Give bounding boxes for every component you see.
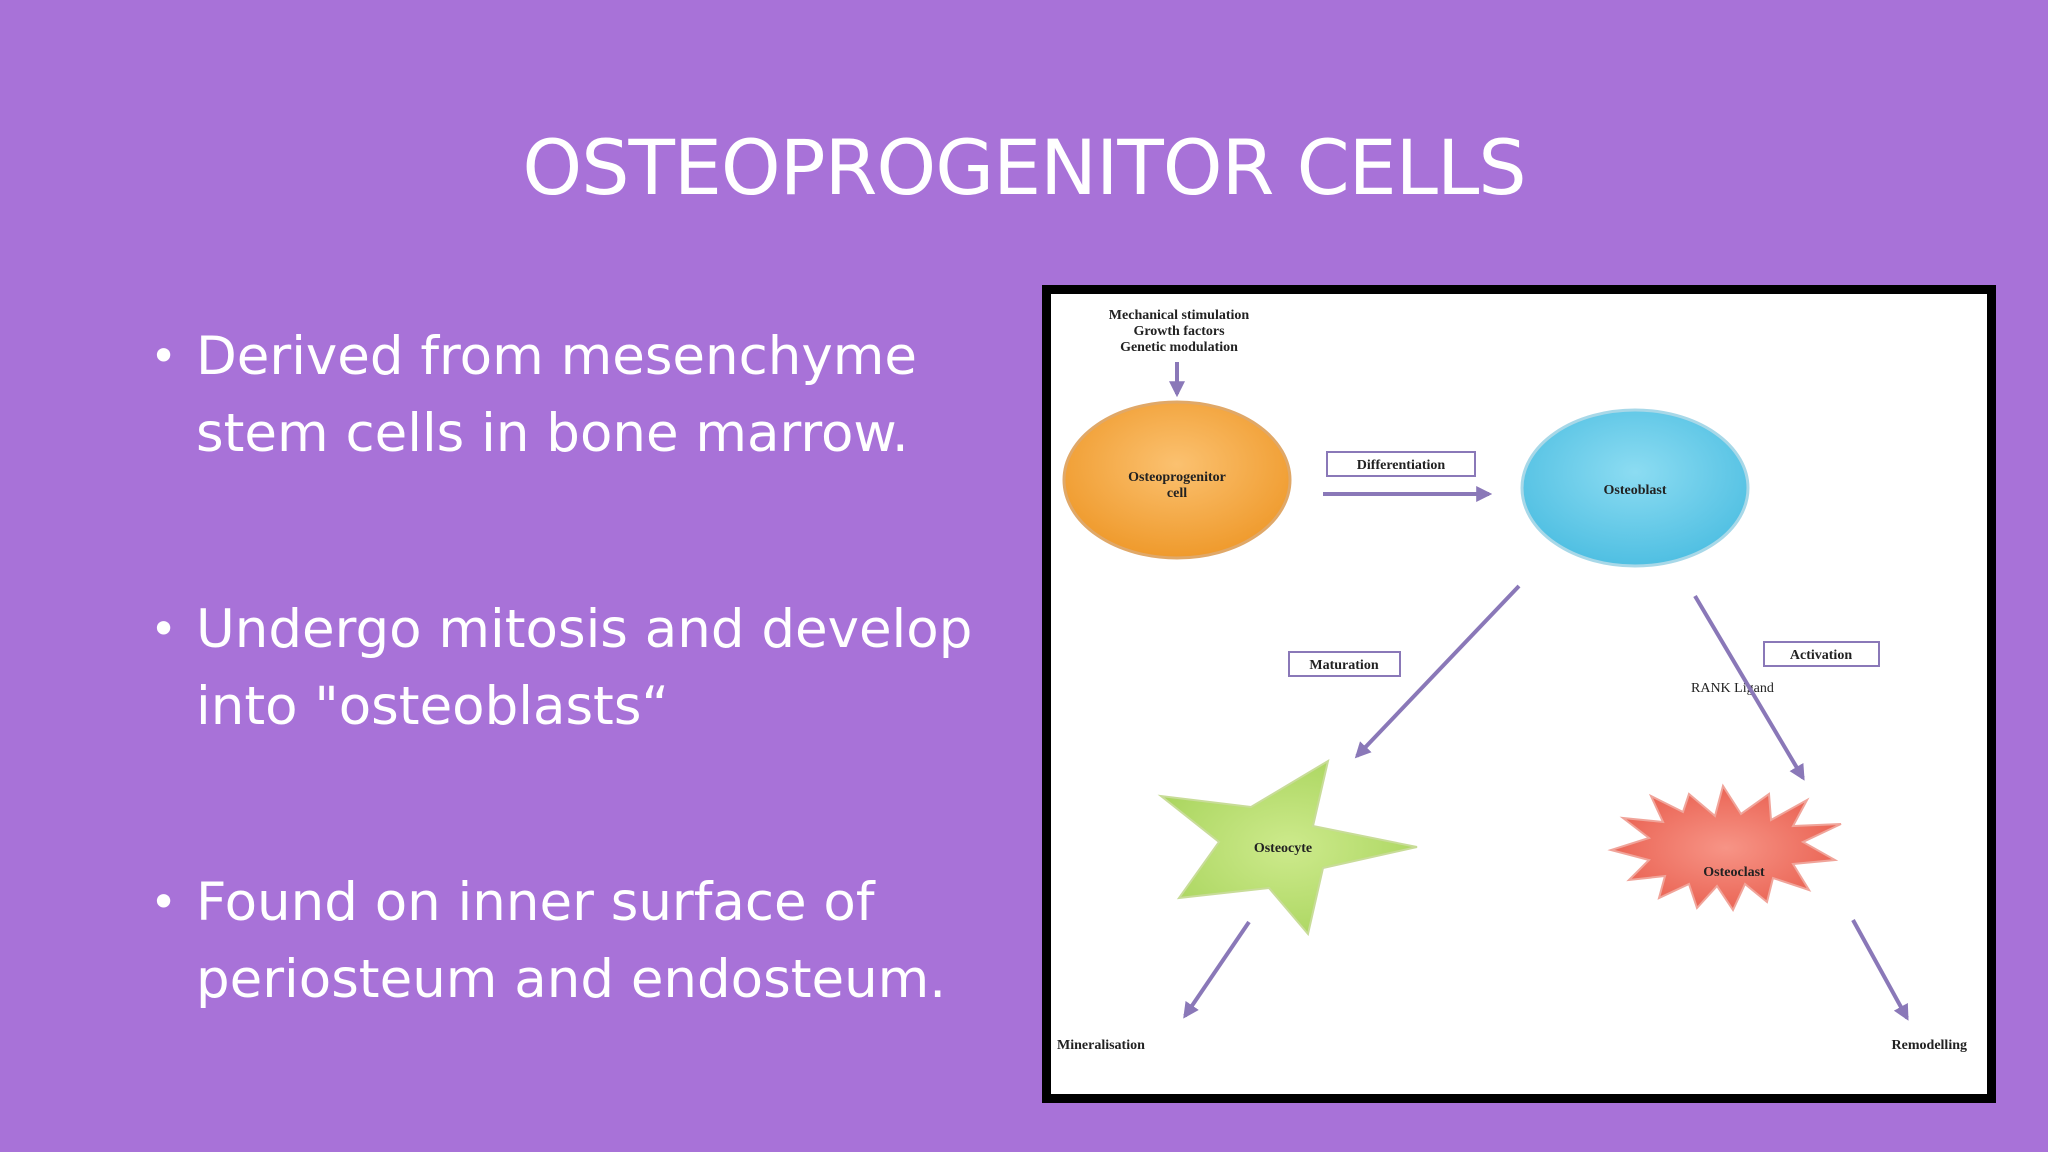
bullet-line: stem cells in bone marrow.	[196, 403, 909, 464]
differentiation-label-box	[1326, 451, 1476, 477]
osteoblast-node	[1520, 408, 1750, 568]
stimulus-genetic: Genetic modulation	[1120, 340, 1238, 355]
stimulus-mechanical: Mechanical stimulation	[1109, 308, 1250, 323]
remodelling-label: Remodelling	[1892, 1038, 1967, 1053]
osteocyte-star	[1157, 758, 1418, 937]
mineralisation-arrow	[1183, 920, 1251, 1019]
bullet-line: Undergo mitosis and develop	[196, 599, 973, 660]
bullet-item-mesenchyme: • Derived from mesenchyme stem cells in …	[150, 318, 1030, 472]
bullet-line: periosteum and endosteum.	[196, 949, 947, 1010]
bullet-line: Found on inner surface of	[196, 872, 875, 933]
bullet-icon: •	[150, 602, 178, 656]
rank-ligand-label: RANK Ligand	[1691, 681, 1774, 696]
bullet-item-location: • Found on inner surface of periosteum a…	[150, 864, 1030, 1018]
maturation-arrow	[1354, 584, 1521, 759]
diagram-frame: Mechanical stimulation Growth factors Ge…	[1042, 285, 1996, 1103]
activation-label: Activation	[1790, 648, 1852, 663]
osteoclast-label: Osteoclast	[1703, 865, 1765, 880]
osteoprogenitor-label-line1: Osteoprogenitor	[1128, 470, 1226, 485]
bullet-icon: •	[150, 875, 178, 929]
slide-title: OSTEOPROGENITOR CELLS	[522, 123, 1526, 212]
bullet-item-mitosis: • Undergo mitosis and develop into "oste…	[150, 591, 1030, 745]
bullet-line: into "osteoblasts“	[196, 676, 669, 737]
bullet-icon: •	[150, 329, 178, 383]
differentiation-label: Differentiation	[1357, 458, 1446, 473]
activation-label-box	[1763, 641, 1880, 667]
mineralisation-label: Mineralisation	[1057, 1038, 1145, 1053]
remodelling-arrow	[1851, 919, 1909, 1021]
activation-arrow	[1693, 594, 1805, 781]
bone-cell-diagram: Mechanical stimulation Growth factors Ge…	[1057, 308, 1967, 1053]
maturation-label: Maturation	[1309, 658, 1378, 673]
bullet-line: Derived from mesenchyme	[196, 326, 917, 387]
maturation-label-box	[1288, 651, 1401, 677]
osteoblast-label: Osteoblast	[1604, 483, 1667, 498]
stimulus-growth-factors: Growth factors	[1133, 324, 1225, 339]
osteoprogenitor-label-line2: cell	[1167, 486, 1187, 501]
osteoclast-node	[1607, 783, 1842, 913]
osteoprogenitor-cell-node	[1062, 400, 1292, 560]
osteocyte-label: Osteocyte	[1254, 841, 1312, 856]
